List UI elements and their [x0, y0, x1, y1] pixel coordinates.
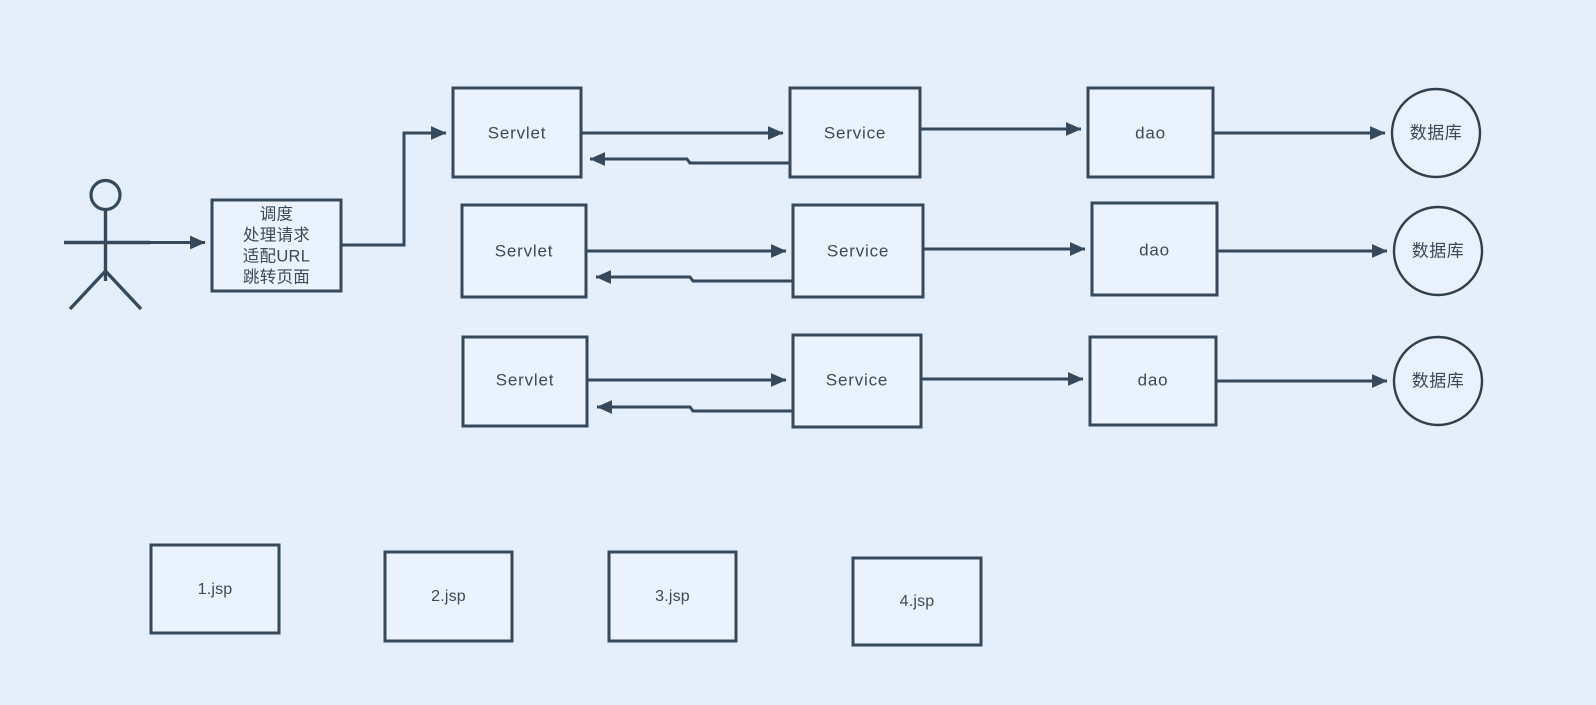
- database-node-2[interactable]: 数据库: [1392, 205, 1484, 297]
- jsp-label-1: 1.jsp: [198, 581, 233, 598]
- dao-label-2: dao: [1139, 240, 1170, 259]
- actor-right-leg-line: [104, 269, 143, 311]
- jsp-box-4[interactable]: [851, 556, 983, 647]
- dao-box-3[interactable]: [1088, 335, 1218, 427]
- database-circle-2[interactable]: [1392, 205, 1484, 297]
- service-box-2[interactable]: [791, 203, 925, 299]
- connector-service-to-servlet-1: [589, 152, 790, 166]
- servlet-node-1[interactable]: Servlet: [451, 86, 583, 179]
- servlet-box-1[interactable]: [451, 86, 583, 179]
- service-box-1[interactable]: [788, 86, 922, 179]
- servlet-label-1: Servlet: [488, 123, 547, 142]
- row-1: Servlet Service dao 数据库: [451, 86, 1482, 179]
- jsp-pages-group: 1.jsp 2.jsp 3.jsp 4.jsp: [149, 543, 983, 647]
- dispatcher-label-line-4: 跳转页面: [243, 267, 310, 286]
- jsp-label-2: 2.jsp: [431, 588, 466, 605]
- jsp-node-1[interactable]: 1.jsp: [149, 543, 281, 635]
- dao-box-2[interactable]: [1090, 201, 1219, 297]
- servlet-node-2[interactable]: Servlet: [460, 203, 588, 299]
- row-2: Servlet Service dao 数据库: [460, 201, 1484, 299]
- connector-dispatcher-to-servlet-1: [341, 126, 447, 247]
- service-label-3: Service: [826, 370, 888, 389]
- database-circle-1[interactable]: [1390, 87, 1482, 179]
- jsp-label-3: 3.jsp: [655, 588, 690, 605]
- jsp-box-1[interactable]: [149, 543, 281, 635]
- jsp-node-4[interactable]: 4.jsp: [851, 556, 983, 647]
- dao-node-2[interactable]: dao: [1090, 201, 1219, 297]
- jsp-node-2[interactable]: 2.jsp: [383, 550, 514, 643]
- dispatcher-box[interactable]: [210, 198, 343, 293]
- user-actor: [64, 178, 150, 311]
- service-node-3[interactable]: Service: [791, 333, 923, 429]
- dao-node-3[interactable]: dao: [1088, 335, 1218, 427]
- servlet-box-3[interactable]: [461, 335, 589, 428]
- actor-left-leg-line: [68, 269, 107, 311]
- dao-node-1[interactable]: dao: [1086, 86, 1215, 179]
- service-box-3[interactable]: [791, 333, 923, 429]
- service-node-2[interactable]: Service: [791, 203, 925, 299]
- row-3: Servlet Service dao 数据库: [461, 333, 1484, 429]
- servlet-label-3: Servlet: [496, 370, 555, 389]
- dispatcher-label-line-2: 处理请求: [243, 225, 310, 244]
- dao-label-1: dao: [1135, 123, 1166, 142]
- database-node-1[interactable]: 数据库: [1390, 87, 1482, 179]
- servlet-node-3[interactable]: Servlet: [461, 335, 589, 428]
- servlet-label-2: Servlet: [495, 241, 554, 260]
- jsp-label-4: 4.jsp: [900, 593, 935, 610]
- jsp-box-2[interactable]: [383, 550, 514, 643]
- dispatcher-label-line-1: 调度: [260, 204, 294, 223]
- connector-service-to-servlet-2: [595, 270, 793, 284]
- database-circle-3[interactable]: [1392, 335, 1484, 427]
- database-label-1: 数据库: [1410, 123, 1463, 142]
- actor-head-icon: [89, 178, 122, 212]
- jsp-node-3[interactable]: 3.jsp: [607, 550, 738, 643]
- service-label-1: Service: [824, 123, 886, 142]
- dispatcher-label-line-3: 适配URL: [243, 246, 311, 265]
- connector-service-to-servlet-3: [596, 400, 793, 414]
- dispatcher-node[interactable]: 调度 处理请求 适配URL 跳转页面: [210, 198, 343, 293]
- service-label-2: Service: [827, 241, 889, 260]
- database-label-3: 数据库: [1412, 371, 1465, 390]
- jsp-box-3[interactable]: [607, 550, 738, 643]
- database-label-2: 数据库: [1412, 241, 1465, 260]
- service-node-1[interactable]: Service: [788, 86, 922, 179]
- servlet-box-2[interactable]: [460, 203, 588, 299]
- dao-label-3: dao: [1138, 370, 1169, 389]
- database-node-3[interactable]: 数据库: [1392, 335, 1484, 427]
